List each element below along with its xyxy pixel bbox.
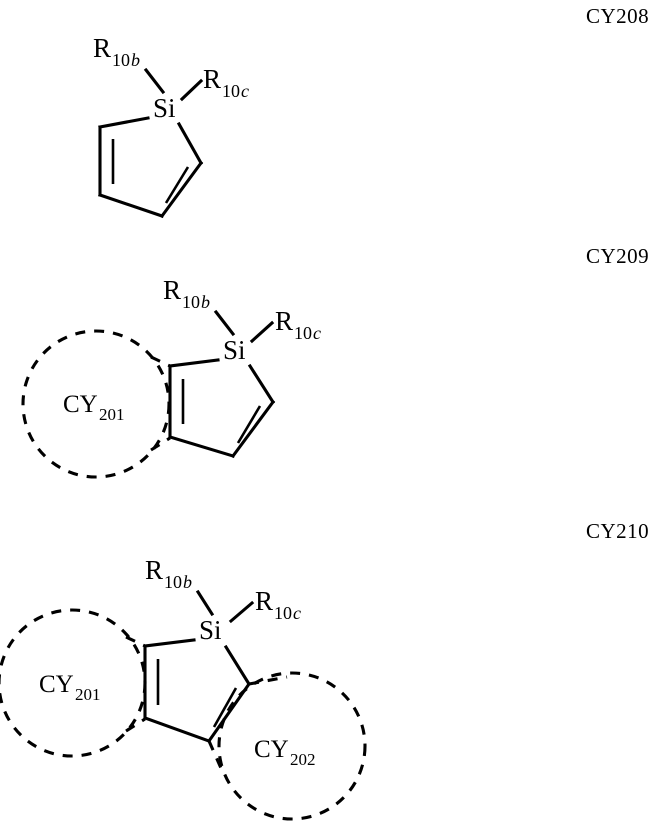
r10b-subscript-italic-cy209: b [201, 292, 210, 312]
bond-si-r10c-cy209 [249, 320, 275, 344]
bond-si-r10b-cy209 [213, 309, 236, 337]
ring-bond-c5-si-cy210 [223, 644, 252, 687]
substituent-r10b-cy208: R 10 b [93, 33, 140, 70]
structure-cy210: R 10 b R 10 c Si [0, 555, 367, 821]
fused-ring-label-cy202-cy210: CY 202 [254, 736, 316, 769]
r10c-base-cy208: R [203, 64, 221, 94]
substituent-r10b-cy209: R 10 b [163, 275, 210, 312]
fused-ring-circle-cy201-cy209 [21, 329, 171, 479]
ring-bond-si-c2-cy209 [168, 358, 220, 368]
fusion-dash-cy202-bottom-cy210 [207, 740, 226, 776]
bond-si-r10b-cy210 [195, 589, 215, 617]
r10c-base-cy210: R [255, 586, 273, 616]
ring-bond-c3-c4-cy209 [168, 435, 235, 458]
cy201-base-cy209: CY [63, 391, 98, 418]
r10b-subscript-italic-cy210: b [183, 572, 192, 592]
fused-ring-circle-cy201-cy210 [0, 608, 147, 758]
structure-cy208: R 10 b R 10 c Si [93, 33, 249, 219]
r10b-base-cy210: R [145, 555, 163, 585]
substituent-r10c-cy210: R 10 c [255, 586, 301, 623]
r10b-base-cy208: R [93, 33, 111, 63]
fused-ring-label-cy201-cy209: CY 201 [63, 391, 125, 424]
r10c-subscript-italic-cy208: c [241, 81, 249, 101]
structure-label-cy208: CY208 [586, 4, 650, 28]
ring-bond-c5-si-cy208 [176, 121, 204, 166]
fusion-dash-top-cy209 [150, 355, 171, 368]
atom-label-si-cy209: Si [223, 335, 246, 365]
double-bond-inner-c4c5-cy210 [212, 687, 238, 728]
r10c-base-cy209: R [275, 306, 293, 336]
r10c-subscript-italic-cy209: c [313, 323, 321, 343]
fusion-dash-cy201-top-cy210 [125, 635, 146, 648]
substituent-r10c-cy209: R 10 c [275, 306, 321, 343]
structure-cy209: R 10 b R 10 c Si [21, 275, 321, 479]
ring-bond-c4-c5-cy209 [230, 399, 276, 459]
atom-label-si-cy208: Si [153, 93, 176, 123]
bond-si-r10c-cy208 [179, 78, 204, 102]
ring-bond-c3-c4-cy208 [98, 193, 164, 218]
r10b-base-cy209: R [163, 275, 181, 305]
r10b-subscript-digits-cy209: 10 [182, 292, 200, 312]
bond-si-r10b-cy208 [143, 67, 166, 95]
fused-ring-circle-cy202-cy210 [217, 671, 367, 821]
fusion-dash-bottom-cy209 [150, 436, 171, 452]
substituent-r10b-cy210: R 10 b [145, 555, 192, 592]
r10c-subscript-digits-cy210: 10 [274, 603, 292, 623]
cy202-base-cy210: CY [254, 736, 289, 763]
ring-bond-si-c2-cy210 [143, 638, 196, 648]
fusion-dash-cy202-top-cy210 [248, 675, 288, 686]
substituent-r10c-cy208: R 10 c [203, 64, 249, 101]
atom-label-si-cy210: Si [199, 615, 222, 645]
fusion-dash-cy201-bottom-cy210 [125, 717, 146, 733]
structure-label-cy210: CY210 [586, 519, 650, 543]
cy201-subscript-cy210: 201 [75, 685, 101, 704]
silole-ring-cy210 [143, 638, 252, 744]
r10b-subscript-italic-cy208: b [131, 50, 140, 70]
ring-bond-c4-c5-cy208 [159, 160, 204, 219]
double-bond-inner-c4c5-cy208 [164, 166, 190, 204]
ring-bond-si-c2-cy208 [98, 116, 150, 129]
ring-bond-c4-c5-cy210 [206, 681, 252, 744]
double-bond-inner-c4c5-cy209 [236, 405, 262, 444]
structure-label-cy209: CY209 [586, 244, 650, 268]
r10c-subscript-italic-cy210: c [293, 603, 301, 623]
r10b-subscript-digits-cy208: 10 [112, 50, 130, 70]
fused-ring-label-cy201-cy210: CY 201 [39, 671, 101, 704]
r10c-subscript-digits-cy209: 10 [294, 323, 312, 343]
ring-bond-c5-si-cy209 [247, 363, 276, 405]
cy201-subscript-cy209: 201 [99, 405, 125, 424]
r10b-subscript-digits-cy210: 10 [164, 572, 182, 592]
bond-si-r10c-cy210 [228, 600, 255, 624]
cy202-subscript-cy210: 202 [290, 750, 316, 769]
ring-bond-c3-c4-cy210 [143, 716, 211, 743]
silole-ring-cy209 [168, 358, 276, 459]
r10c-subscript-digits-cy208: 10 [222, 81, 240, 101]
cy201-base-cy210: CY [39, 671, 74, 698]
silole-ring-cy208 [98, 116, 204, 219]
